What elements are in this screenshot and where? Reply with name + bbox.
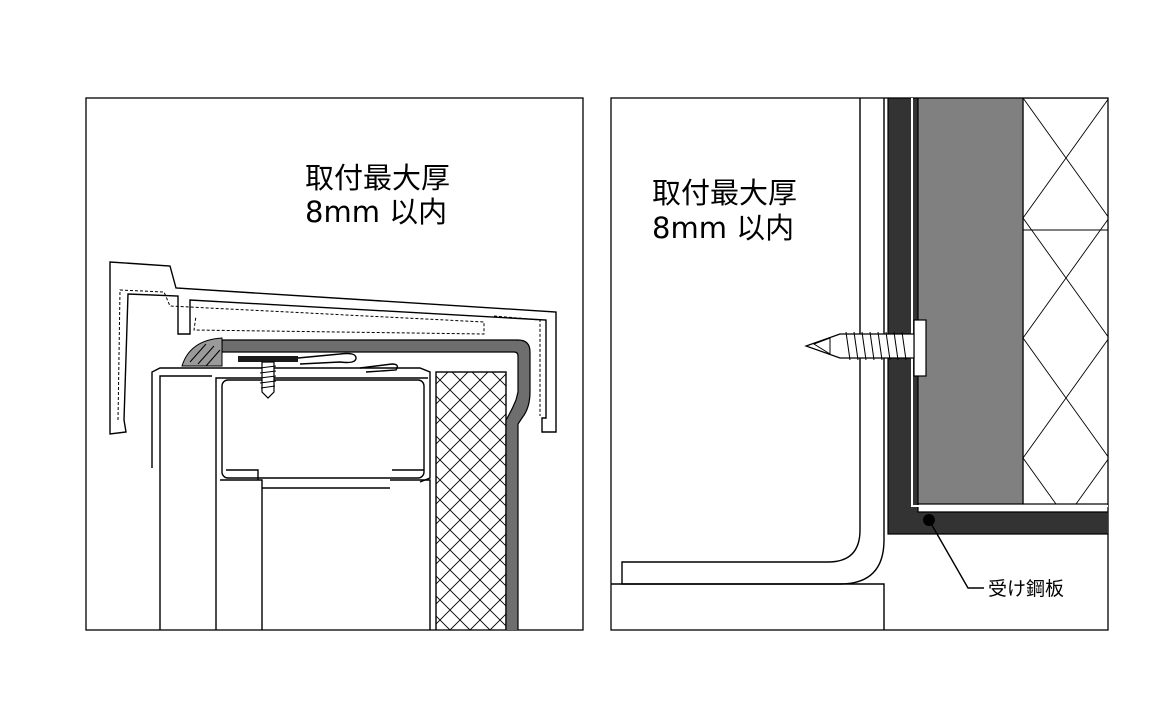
- right-screw-thread: [845, 331, 907, 361]
- left-screw-washer: [238, 356, 298, 362]
- left-detail-panel: 取付最大厚 8mm 以内: [85, 97, 584, 631]
- left-seal-hatch: [189, 343, 221, 367]
- left-clip-left: [226, 469, 259, 480]
- right-core-panel: [917, 98, 1024, 505]
- left-screw: [261, 361, 275, 399]
- left-label-line2: 8mm 以内: [305, 195, 447, 229]
- right-receiving-steel: [887, 98, 1108, 535]
- left-frame-inner: [215, 377, 428, 630]
- right-steel-gap: [911, 98, 1108, 507]
- right-insulation-panel: [1022, 98, 1108, 505]
- left-cap-trim: [109, 261, 557, 435]
- left-clip-spring-2: [359, 363, 399, 373]
- left-frame-outer: [151, 367, 431, 483]
- left-frame-hollow: [221, 379, 425, 479]
- right-screw-washer: [913, 319, 927, 377]
- right-label-line2: 8mm 以内: [652, 211, 794, 245]
- right-base-block: [611, 583, 885, 630]
- left-insulation-panel: [435, 371, 507, 630]
- left-dashed-profile: [117, 289, 541, 421]
- left-steel-sheet: [221, 339, 531, 630]
- left-frame-jamb: [159, 375, 212, 630]
- right-label-line1: 取付最大厚: [652, 176, 797, 210]
- left-clip-spring: [297, 352, 357, 365]
- left-mullion-left: [220, 479, 263, 630]
- right-detail-panel: 受け鋼板 取付最大厚 8mm 以内: [610, 97, 1109, 631]
- right-callout-leader: [928, 519, 984, 589]
- left-screw-thread: [259, 365, 277, 389]
- right-callout-label: 受け鋼板: [988, 578, 1064, 600]
- left-label-line1: 取付最大厚: [305, 161, 450, 195]
- right-screw-tip: [812, 337, 831, 355]
- left-mullion-right: [390, 479, 431, 630]
